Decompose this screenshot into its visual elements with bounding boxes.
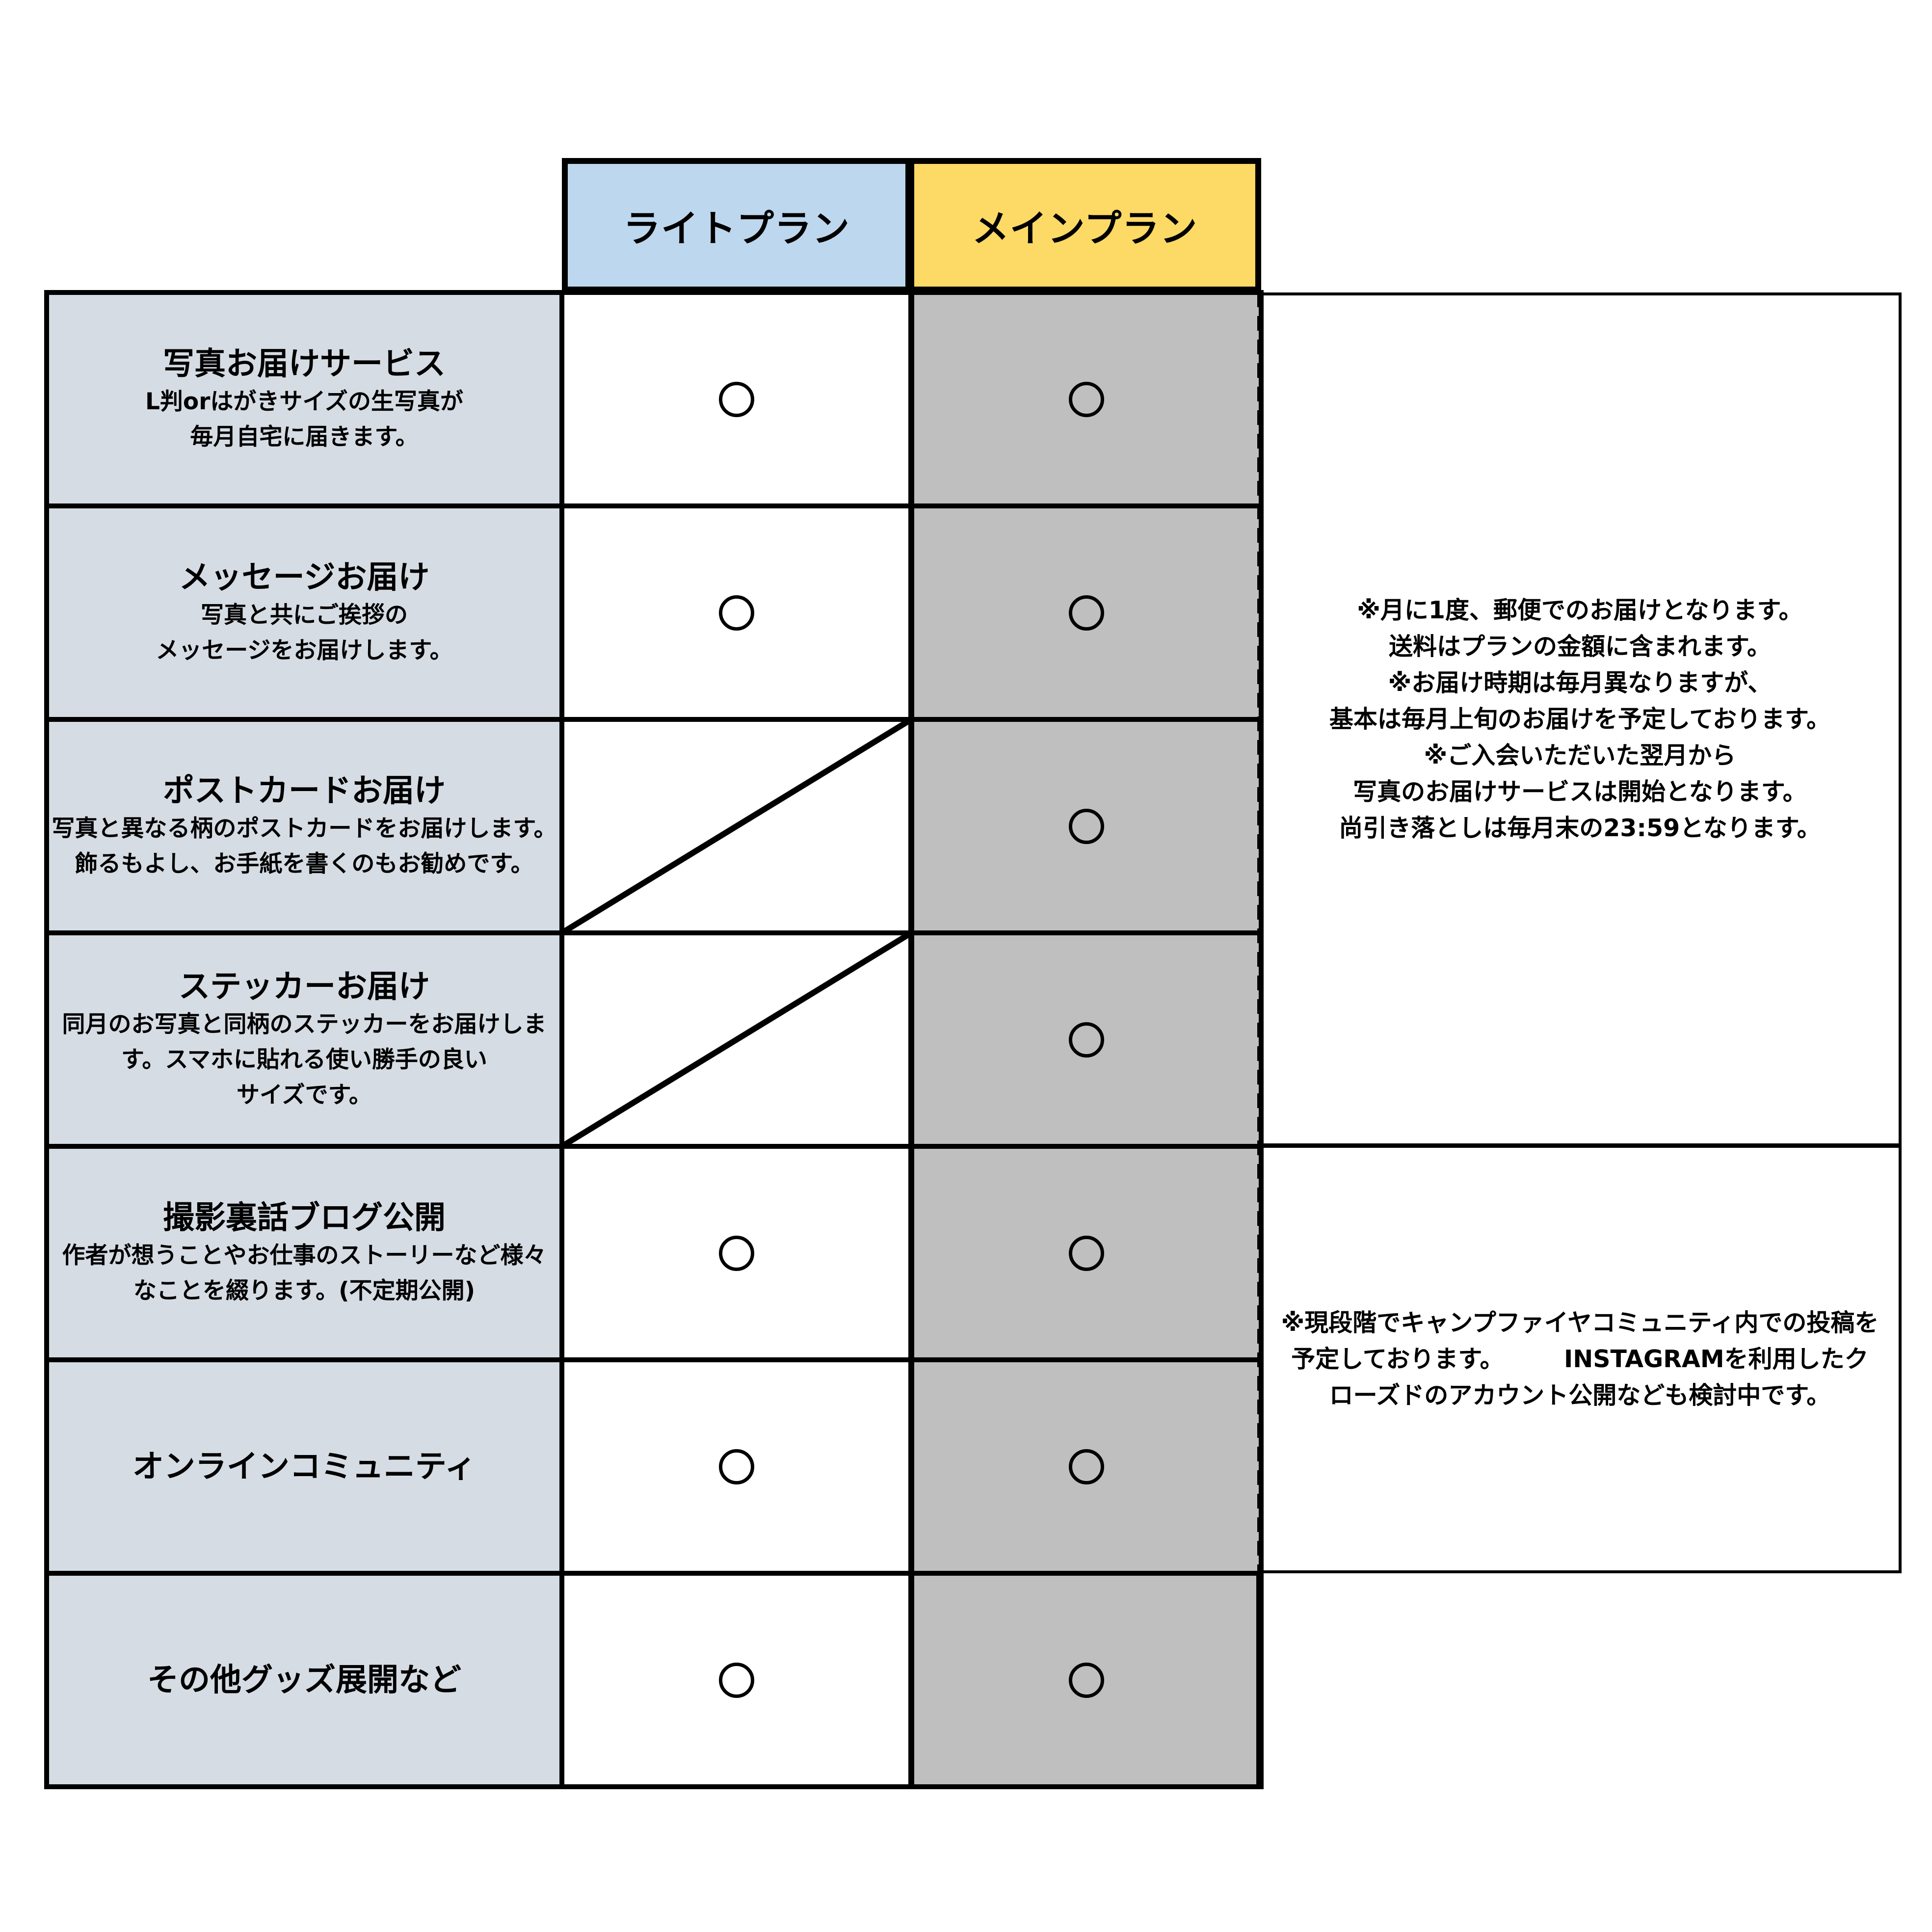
feature-title: 写真お届けサービス [163, 345, 446, 382]
note-delivery: ※月に1度、郵便でのお届けとなります。 送料はプランの金額に含まれます。 ※お届… [1261, 292, 1902, 1146]
feature-cell-sticker: ステッカーお届け 同月のお写真と同柄のステッカーをお届けしま す。スマホに貼れる… [47, 933, 562, 1146]
main-cell-goods [911, 1573, 1261, 1787]
main-cell-sticker [911, 933, 1261, 1146]
feature-title: その他グッズ展開など [147, 1662, 461, 1698]
available-circle-icon [1068, 808, 1104, 844]
unavailable-slash-sticker [560, 930, 913, 1149]
light-cell-message [562, 506, 911, 719]
light-cell-photo-delivery [562, 292, 911, 506]
light-cell-blog [562, 1146, 911, 1360]
light-cell-online-community [562, 1360, 911, 1573]
main-cell-message [911, 506, 1261, 719]
feature-title: メッセージお届け [179, 559, 430, 596]
available-circle-icon [719, 595, 754, 631]
feature-desc: L判orはがきサイズの生写真が 毎月自宅に届きます。 [145, 388, 463, 450]
feature-desc: 同月のお写真と同柄のステッカーをお届けしま す。スマホに貼れる使い勝手の良い サ… [62, 1010, 547, 1109]
feature-desc: 写真と共にご挨拶の メッセージをお届けします。 [156, 601, 453, 664]
available-circle-icon [1068, 1662, 1104, 1698]
header-light-plan-label: ライトプラン [623, 207, 850, 250]
available-circle-icon [719, 1449, 754, 1484]
note-community: ※現段階でキャンプファイヤコミュニティ内での投稿を 予定しております。 INST… [1261, 1145, 1902, 1573]
header-light-plan: ライトプラン [562, 158, 911, 292]
main-cell-blog [911, 1146, 1261, 1360]
feature-cell-online-community: オンラインコミュニティ [47, 1360, 562, 1573]
available-circle-icon [1068, 1022, 1104, 1058]
feature-title: 撮影裏話ブログ公開 [163, 1199, 446, 1236]
available-circle-icon [1068, 1449, 1104, 1484]
main-cell-online-community [911, 1360, 1261, 1573]
light-cell-goods [562, 1573, 911, 1787]
available-circle-icon [1068, 595, 1104, 631]
available-circle-icon [719, 1235, 754, 1271]
feature-cell-postcard: ポストカードお届け 写真と異なる柄のポストカードをお届けします。 飾るもよし、お… [47, 719, 562, 933]
feature-title: ポストカードお届け [163, 772, 446, 809]
feature-cell-goods: その他グッズ展開など [47, 1573, 562, 1787]
available-circle-icon [1068, 1235, 1104, 1271]
feature-cell-photo-delivery: 写真お届けサービス L判orはがきサイズの生写真が 毎月自宅に届きます。 [47, 292, 562, 506]
main-cell-postcard [911, 719, 1261, 933]
available-circle-icon [719, 1662, 754, 1698]
note-community-text: ※現段階でキャンプファイヤコミュニティ内での投稿を 予定しております。 INST… [1281, 1308, 1879, 1409]
feature-desc: 作者が想うことやお仕事のストーリーなど様々 なことを綴ります。(不定期公開) [62, 1242, 547, 1304]
header-main-plan-label: メインプラン [972, 207, 1198, 250]
feature-title: ステッカーお届け [179, 968, 430, 1005]
note-delivery-text: ※月に1度、郵便でのお届けとなります。 送料はプランの金額に含まれます。 ※お届… [1329, 596, 1831, 842]
main-cell-photo-delivery [911, 292, 1261, 506]
header-main-plan: メインプラン [911, 158, 1261, 292]
feature-cell-message: メッセージお届け 写真と共にご挨拶の メッセージをお届けします。 [47, 506, 562, 719]
available-circle-icon [719, 381, 754, 417]
unavailable-slash-postcard [560, 716, 913, 936]
available-circle-icon [1068, 381, 1104, 417]
feature-title: オンラインコミュニティ [132, 1448, 476, 1485]
feature-cell-blog: 撮影裏話ブログ公開 作者が想うことやお仕事のストーリーなど様々 なことを綴ります… [47, 1146, 562, 1360]
feature-desc: 写真と異なる柄のポストカードをお届けします。 飾るもよし、お手紙を書くのもお勧め… [52, 815, 557, 877]
